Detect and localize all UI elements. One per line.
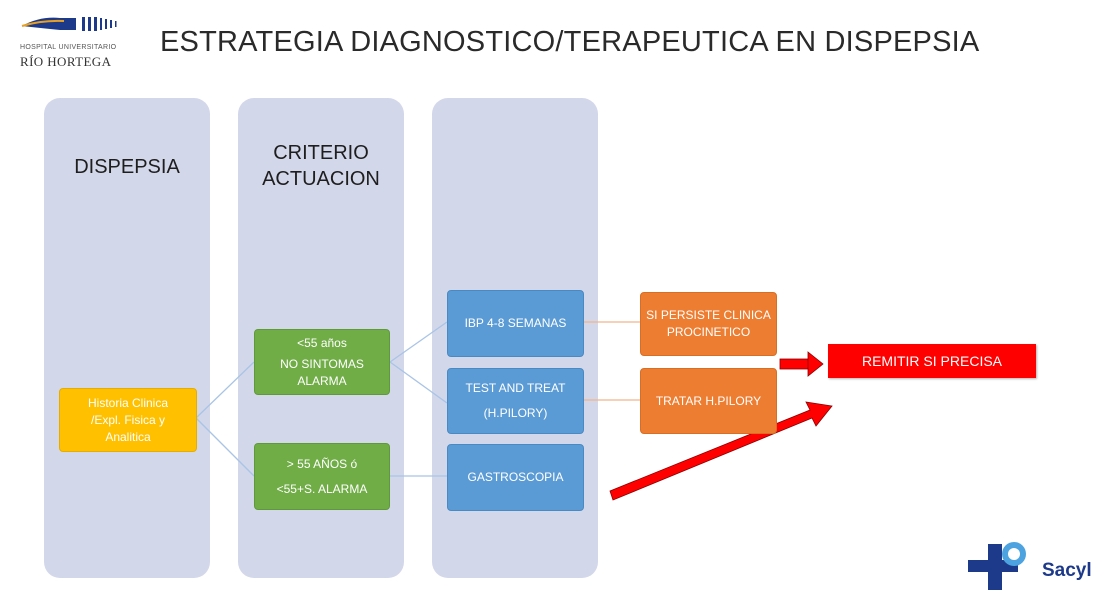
column-dispepsia	[44, 98, 210, 578]
connector-historia-menor55	[195, 361, 255, 419]
box-historia-line1: Historia Clinica	[87, 395, 169, 410]
box-mayor55-line2: <55+S. ALARMA	[276, 481, 368, 496]
box-menor55-line1: <55 años	[297, 335, 347, 350]
box-persiste-line1: SI PERSISTE CLINICA	[646, 308, 771, 322]
box-menor55-line2: NO SINTOMAS	[280, 356, 364, 371]
hospital-logo-graphic	[21, 17, 117, 31]
box-historia-clinica: Historia Clinica /Expl. Fisica y Analiti…	[59, 388, 197, 452]
arrow-to-remitir-short	[779, 351, 824, 377]
box-mayor-55: > 55 AÑOS ó <55+S. ALARMA	[254, 443, 390, 510]
column-criterio-title: CRITERIO ACTUACION	[238, 140, 404, 192]
box-persiste-line2: PROCINETICO	[666, 325, 751, 339]
column-criterio-title-line2: ACTUACION	[262, 168, 380, 190]
sacyl-logo-text: Sacyl	[1042, 560, 1092, 581]
box-test-line2: (H.PILORY)	[483, 406, 548, 420]
box-persiste-clinica: SI PERSISTE CLINICA PROCINETICO	[640, 292, 777, 356]
column-dispepsia-title: DISPEPSIA	[74, 156, 180, 178]
column-criterio-title-line1: CRITERIO	[273, 142, 369, 164]
connector-menor55-ibp	[389, 321, 448, 363]
connector-historia-mayor55	[195, 417, 255, 477]
box-test-and-treat: TEST AND TREAT (H.PILORY)	[447, 368, 584, 434]
box-historia-line2: /Expl. Fisica y	[90, 412, 165, 427]
box-tratar-hpilory: TRATAR H.PILORY	[640, 368, 777, 434]
box-mayor55-line1: > 55 AÑOS ó	[286, 456, 358, 471]
box-remitir: REMITIR SI PRECISA	[828, 344, 1036, 378]
box-menor-55: <55 años NO SINTOMAS ALARMA	[254, 329, 390, 395]
logo-hospital-name: RÍO HORTEGA	[20, 54, 112, 69]
box-menor55-line3: ALARMA	[297, 373, 347, 388]
page-title: ESTRATEGIA DIAGNOSTICO/TERAPEUTICA EN DI…	[160, 26, 980, 58]
logo-hospital-text: HOSPITAL UNIVERSITARIO	[20, 44, 117, 51]
box-test-line1: TEST AND TREAT	[465, 381, 566, 395]
connector-menor55-test	[389, 361, 448, 404]
box-ibp: IBP 4-8 SEMANAS	[447, 290, 584, 357]
sacyl-logo-icon	[968, 542, 1026, 590]
box-gastroscopia: GASTROSCOPIA	[447, 444, 584, 511]
box-historia-line3: Analitica	[105, 429, 151, 444]
